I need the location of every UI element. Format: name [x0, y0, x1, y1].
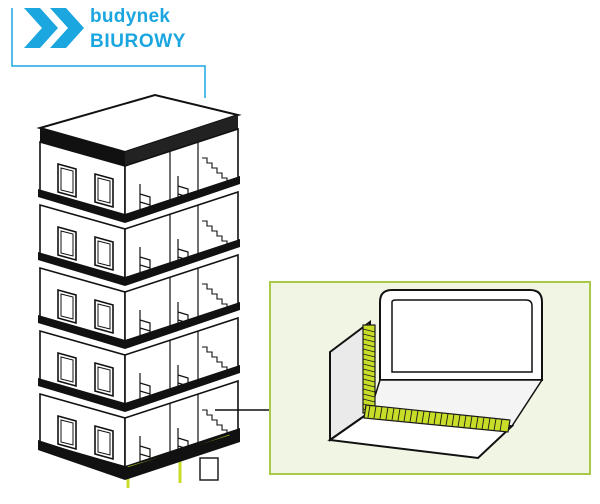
double-chevron-icon — [24, 8, 84, 48]
floor — [38, 127, 240, 223]
brand-header: budynek BIUROWY — [0, 0, 600, 70]
brand-title-line1: budynek — [90, 6, 171, 27]
brand-frame — [11, 8, 206, 70]
floor — [38, 316, 240, 412]
building-floors — [38, 127, 240, 488]
floor — [38, 190, 240, 286]
appliance — [199, 457, 219, 481]
floor — [38, 253, 240, 349]
duct-corner-detail-illustration — [269, 281, 591, 475]
office-building-illustration — [36, 93, 242, 488]
seam-highlight-vertical — [362, 324, 376, 414]
brand-title-line2: BIUROWY — [90, 31, 187, 52]
seam-highlight-horizontal — [363, 404, 511, 433]
